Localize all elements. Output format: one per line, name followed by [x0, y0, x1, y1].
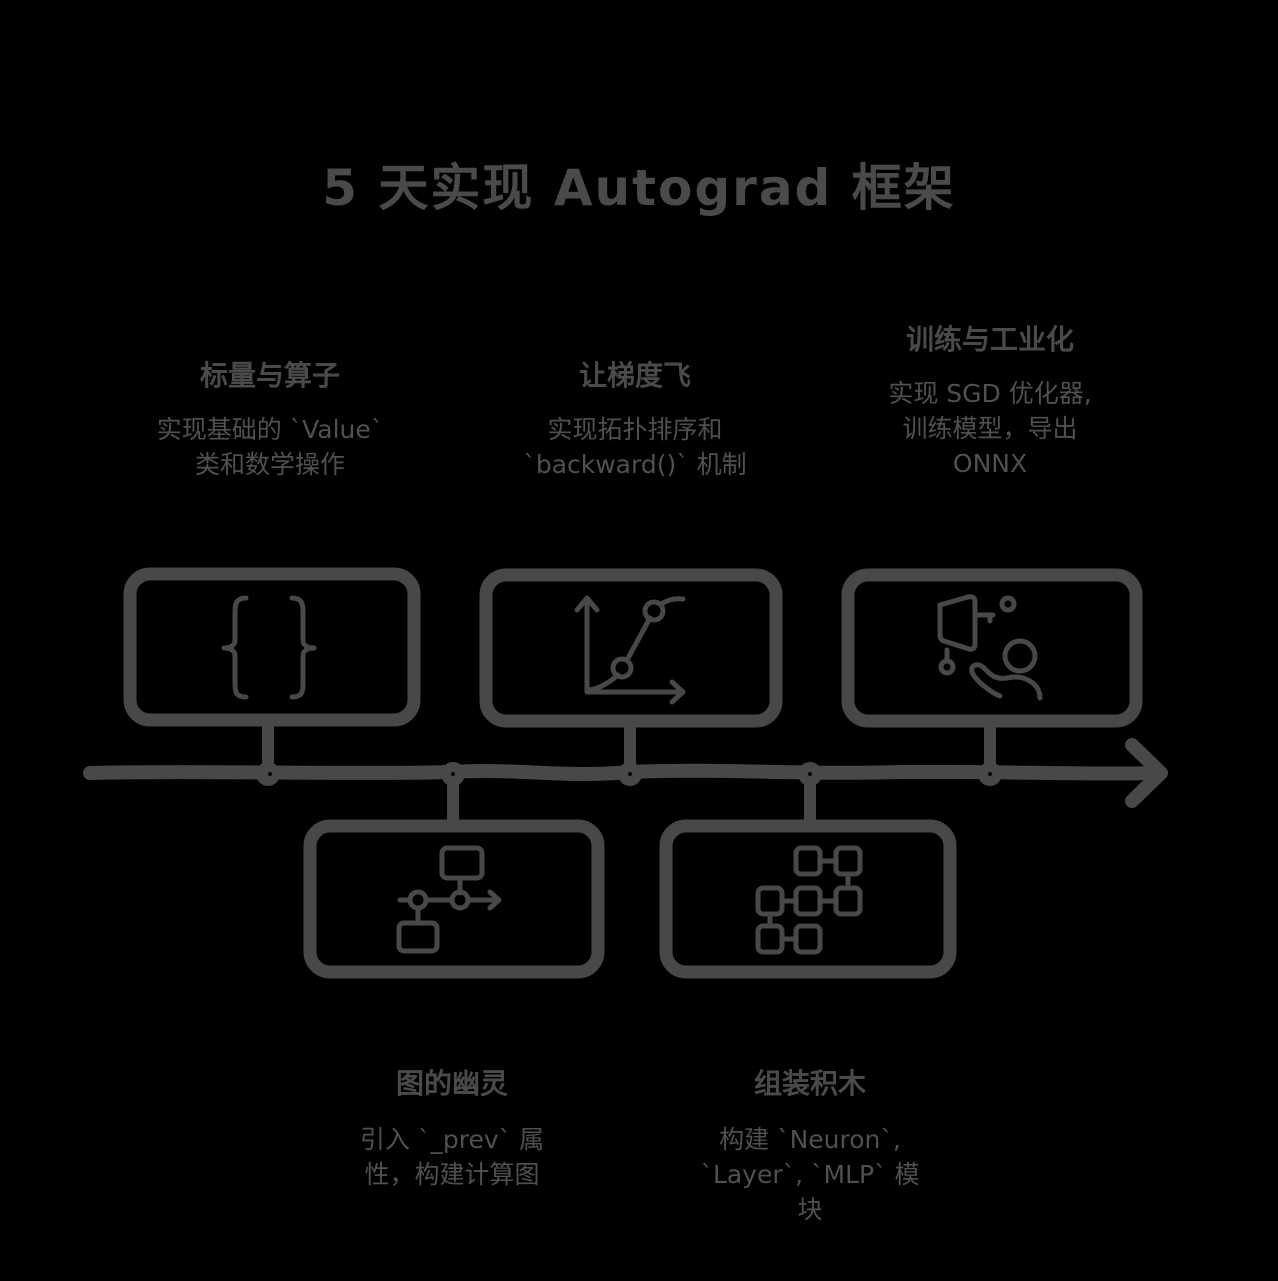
milestone-label-day3: 让梯度飞 实现拓扑排序和 `backward()` 机制: [475, 358, 795, 482]
curly-braces-icon: [221, 595, 317, 700]
module-blocks-icon: [755, 845, 863, 955]
milestone-description: 实现基础的 `Value` 类和数学操作: [156, 415, 384, 479]
milestone-heading: 组装积木: [753, 1067, 866, 1100]
milestone-box-day2: [303, 819, 605, 979]
graph-nodes-icon: [396, 845, 502, 954]
user-training-icon: [937, 594, 1043, 701]
milestone-label-day2: 图的幽灵 引入 `_prev` 属 性，构建计算图: [292, 1066, 612, 1192]
milestone-box-day3: [479, 568, 783, 728]
page-title: 5 天实现 Autograd 框架: [322, 159, 956, 217]
milestone-box-day4: [659, 819, 957, 979]
gradient-chart-icon: [574, 595, 686, 705]
milestone-description: 引入 `_prev` 属 性，构建计算图: [359, 1125, 545, 1189]
milestone-heading: 标量与算子: [199, 359, 340, 392]
milestone-label-day5: 训练与工业化 实现 SGD 优化器, 训练模型，导出 ONNX: [830, 322, 1150, 481]
milestone-description: 实现拓扑排序和 `backward()` 机制: [523, 415, 747, 479]
milestone-heading: 让梯度飞: [578, 359, 691, 392]
milestone-box-day1: [123, 567, 421, 727]
timeline-arrowhead-icon: [1125, 738, 1168, 808]
milestone-label-day1: 标量与算子 实现基础的 `Value` 类和数学操作: [110, 358, 430, 482]
milestone-description: 实现 SGD 优化器, 训练模型，导出 ONNX: [888, 379, 1092, 478]
milestone-box-day5: [841, 568, 1143, 728]
milestone-heading: 图的幽灵: [395, 1067, 508, 1100]
milestone-label-day4: 组装积木 构建 `Neuron`, `Layer`, `MLP` 模 块: [650, 1066, 970, 1227]
milestone-heading: 训练与工业化: [905, 323, 1074, 356]
milestone-description: 构建 `Neuron`, `Layer`, `MLP` 模 块: [700, 1125, 920, 1224]
